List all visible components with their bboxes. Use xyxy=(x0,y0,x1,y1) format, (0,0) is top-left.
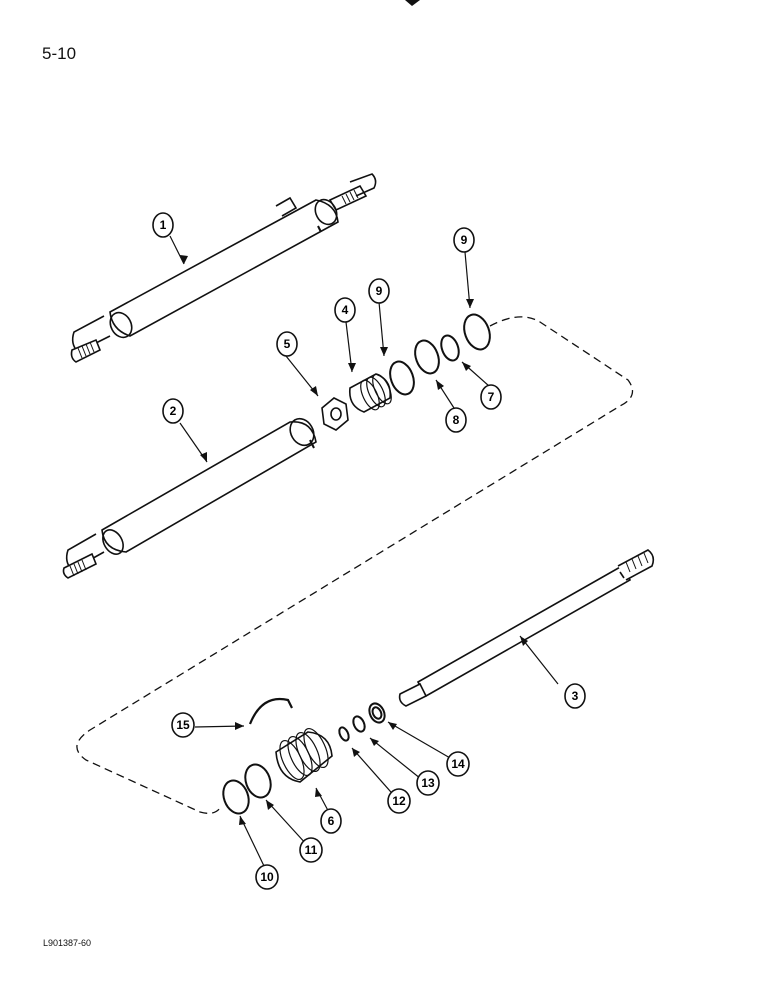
callout-labels: 1 2 3 4 5 6 7 8 9 9 10 11 12 13 14 15 xyxy=(160,218,579,884)
callout-label: 7 xyxy=(488,390,495,404)
leader-arrowheads xyxy=(180,255,528,825)
callout-bubbles xyxy=(152,212,586,890)
top-edge-part xyxy=(405,0,420,6)
callout-label: 4 xyxy=(342,303,349,317)
piston-rod-part xyxy=(398,549,655,707)
piston-part xyxy=(348,373,392,413)
callout-label: 9 xyxy=(376,284,383,298)
callout-label: 14 xyxy=(451,757,465,771)
callout-label: 2 xyxy=(170,404,177,418)
callout-label: 10 xyxy=(260,870,274,884)
nut-part xyxy=(321,397,349,431)
callout-label: 9 xyxy=(461,233,468,247)
barrel-part xyxy=(62,417,317,579)
leader-lines xyxy=(169,235,559,867)
gland-part xyxy=(275,727,333,783)
callout-label: 15 xyxy=(176,718,190,732)
retaining-wire-part xyxy=(248,697,293,725)
callout-label: 13 xyxy=(421,776,435,790)
figure-reference-code: L901387-60 xyxy=(43,938,92,948)
gland-rings xyxy=(222,763,272,815)
callout-label: 8 xyxy=(453,413,460,427)
callout-label: 11 xyxy=(305,843,318,857)
rod-seals xyxy=(338,702,386,742)
assembly-path-dashed xyxy=(76,316,634,814)
callout-label: 3 xyxy=(572,689,579,703)
cylinder-assembly-part xyxy=(70,173,377,363)
seal-rings xyxy=(389,313,491,396)
callout-label: 1 xyxy=(160,218,167,232)
callout-label: 12 xyxy=(392,794,406,808)
callout-label: 6 xyxy=(328,814,335,828)
page-number: 5-10 xyxy=(42,44,77,63)
callout-label: 5 xyxy=(284,337,291,351)
